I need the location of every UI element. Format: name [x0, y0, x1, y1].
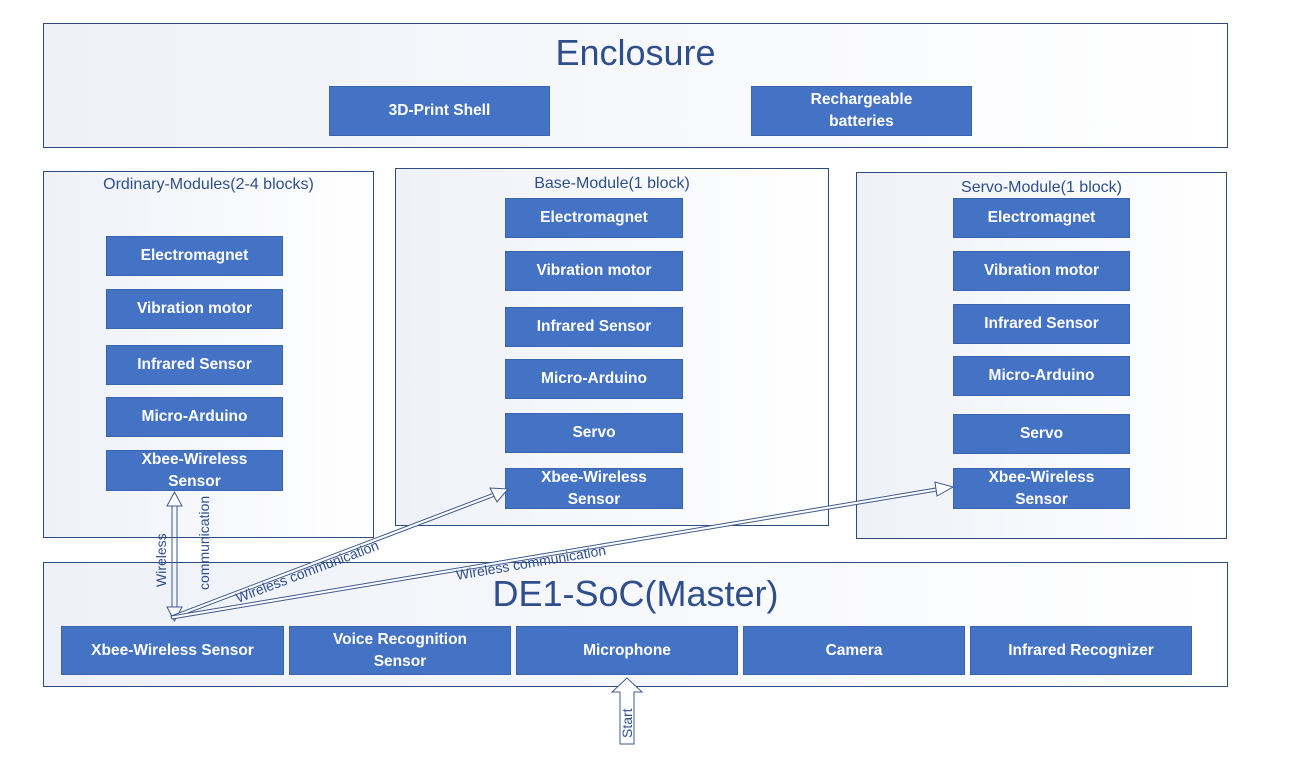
- block-rechargeable-batteries: Rechargeable batteries: [751, 86, 972, 136]
- base-vibration-motor: Vibration motor: [505, 251, 683, 291]
- servo-module-title: Servo-Module(1 block): [961, 179, 1122, 196]
- base-servo: Servo: [505, 413, 683, 453]
- ordinary-vibration-motor: Vibration motor: [106, 289, 283, 329]
- base-electromagnet: Electromagnet: [505, 198, 683, 238]
- master-voice-recognition-sensor: Voice Recognition Sensor: [289, 626, 511, 675]
- start-arrow: [610, 677, 644, 745]
- servo-servo: Servo: [953, 414, 1130, 454]
- enclosure-group: Enclosure: [43, 23, 1228, 148]
- ordinary-micro-arduino: Micro-Arduino: [106, 397, 283, 437]
- base-micro-arduino: Micro-Arduino: [505, 359, 683, 399]
- ordinary-xbee-wireless-sensor: Xbee-Wireless Sensor: [106, 450, 283, 491]
- master-xbee-wireless-sensor: Xbee-Wireless Sensor: [61, 626, 284, 675]
- block-3d-print-shell: 3D-Print Shell: [329, 86, 550, 136]
- servo-micro-arduino: Micro-Arduino: [953, 356, 1130, 396]
- ordinary-infrared-sensor: Infrared Sensor: [106, 345, 283, 385]
- master-title: DE1-SoC(Master): [492, 573, 779, 614]
- enclosure-title: Enclosure: [555, 32, 716, 73]
- servo-vibration-motor: Vibration motor: [953, 251, 1130, 291]
- ordinary-electromagnet: Electromagnet: [106, 236, 283, 276]
- master-infrared-recognizer: Infrared Recognizer: [970, 626, 1192, 675]
- base-infrared-sensor: Infrared Sensor: [505, 307, 683, 347]
- base-xbee-wireless-sensor: Xbee-Wireless Sensor: [505, 468, 683, 509]
- servo-electromagnet: Electromagnet: [953, 198, 1130, 238]
- ordinary-modules-title: Ordinary-Modules(2-4 blocks): [103, 176, 314, 193]
- servo-xbee-wireless-sensor: Xbee-Wireless Sensor: [953, 468, 1130, 509]
- master-camera: Camera: [743, 626, 965, 675]
- servo-infrared-sensor: Infrared Sensor: [953, 304, 1130, 344]
- base-module-title: Base-Module(1 block): [534, 175, 690, 192]
- start-label: Start: [619, 708, 635, 738]
- master-microphone: Microphone: [516, 626, 738, 675]
